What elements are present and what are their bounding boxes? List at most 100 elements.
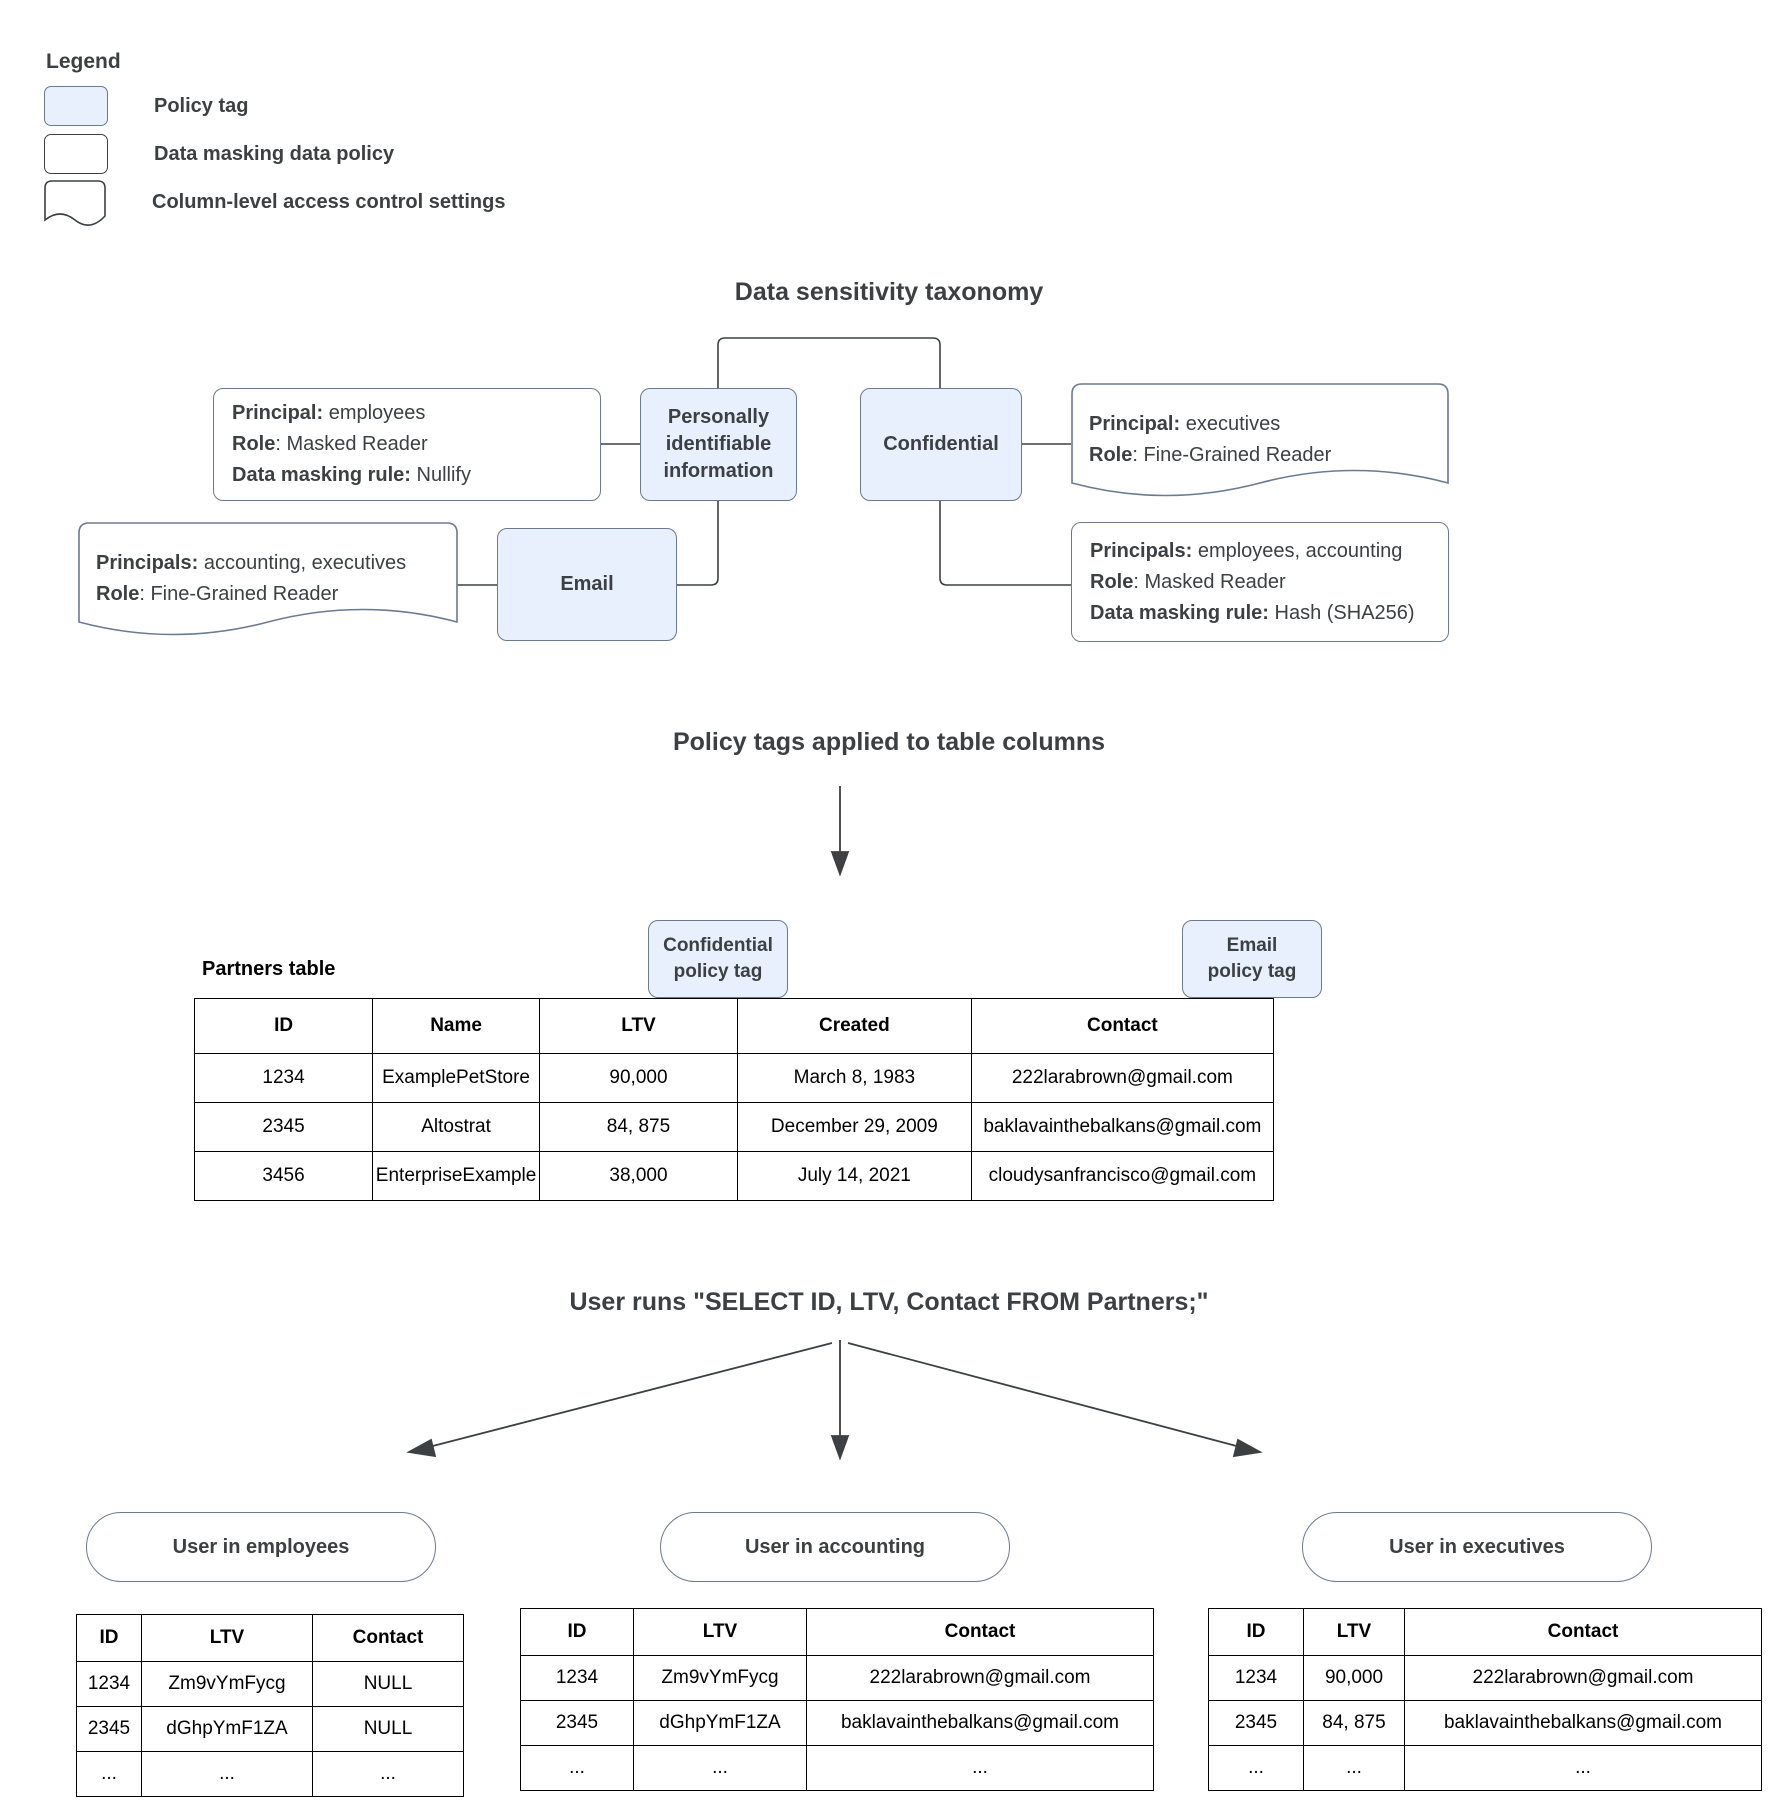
table-row: 2345 dGhpYmF1ZA NULL <box>76 1706 464 1752</box>
table-row: 1234 Zm9vYmFycg NULL <box>76 1661 464 1707</box>
column-header-id: ID <box>76 1614 142 1662</box>
table-header-row: ID Name LTV Created Contact <box>193 998 1275 1054</box>
result-table-employees: ID LTV Contact 1234 Zm9vYmFycg NULL 2345… <box>76 1614 464 1797</box>
policy-tag-email[interactable]: Email <box>497 528 677 641</box>
column-header-ltv: LTV <box>1303 1608 1405 1656</box>
column-tag-confidential-line2: policy tag <box>673 961 763 982</box>
cell-contact: 222larabrown@gmail.com <box>970 1053 1275 1103</box>
column-header-id: ID <box>520 1608 634 1656</box>
table-row: 3456 EnterpriseExample 38,000 July 14, 2… <box>193 1151 1275 1201</box>
column-header-contact: Contact <box>312 1614 464 1662</box>
column-header-contact: Contact <box>1404 1608 1762 1656</box>
column-header-ltv: LTV <box>141 1614 313 1662</box>
legend-label-column-level-access: Column-level access control settings <box>152 190 506 213</box>
cell-ltv: 84, 875 <box>1303 1700 1405 1746</box>
taxonomy-title: Data sensitivity taxonomy <box>734 278 1044 306</box>
cell-contact: baklavainthebalkans@gmail.com <box>1404 1700 1762 1746</box>
cell-created: December 29, 2009 <box>736 1102 972 1152</box>
table-header-row: ID LTV Contact <box>1208 1608 1762 1656</box>
column-tag-email-line1: Email <box>1226 935 1278 957</box>
pii-principal-value: employees <box>323 402 426 424</box>
column-header-name: Name <box>372 998 540 1054</box>
column-tag-email[interactable]: Email policy tag <box>1182 920 1322 998</box>
wavy-card-shape-icon <box>78 522 458 636</box>
cell-name: Altostrat <box>372 1102 540 1152</box>
legend: Legend Policy tag Data masking data poli… <box>44 50 684 228</box>
confmask-rule-value: Hash (SHA256) <box>1268 601 1415 624</box>
cell-contact: NULL <box>312 1706 464 1752</box>
cell-contact: baklavainthebalkans@gmail.com <box>806 1700 1154 1746</box>
column-level-access-confidential[interactable]: Principal: executives Role: Fine-Grained… <box>1071 383 1449 505</box>
legend-label-data-masking: Data masking data policy <box>154 142 395 165</box>
cell-id: 1234 <box>1208 1655 1304 1701</box>
result-table-accounting-wrap: ID LTV Contact 1234 Zm9vYmFycg 222larabr… <box>520 1608 1154 1791</box>
legend-title: Legend <box>46 50 121 73</box>
result-table-executives-wrap: ID LTV Contact 1234 90,000 222larabrown@… <box>1208 1608 1762 1791</box>
legend-label-policy-tag: Policy tag <box>154 94 249 117</box>
column-level-access-swatch <box>44 180 106 226</box>
cell-id: 2345 <box>520 1700 634 1746</box>
data-masking-policy-swatch <box>44 134 108 174</box>
policy-tag-pii[interactable]: Personally identifiable information <box>640 388 797 501</box>
data-masking-policy-pii[interactable]: Principal: employees Role: Masked Reader… <box>213 388 601 501</box>
table-row: ... ... ... <box>1208 1745 1762 1791</box>
cell-id: 3456 <box>193 1151 374 1201</box>
table-row: 2345 dGhpYmF1ZA baklavainthebalkans@gmai… <box>520 1700 1154 1746</box>
data-masking-policy-confidential[interactable]: Principals: employees, accounting Role: … <box>1071 522 1449 642</box>
persona-executives[interactable]: User in executives <box>1302 1512 1652 1582</box>
policy-tag-confidential[interactable]: Confidential <box>860 388 1022 501</box>
email-principals-label: Principals: <box>96 552 199 574</box>
cell-id: ... <box>76 1751 142 1797</box>
confmask-principals-value: employees, accounting <box>1192 539 1403 562</box>
column-tag-confidential[interactable]: Confidential policy tag <box>648 920 788 998</box>
column-header-created: Created <box>736 998 972 1054</box>
wavy-card-shape-icon <box>44 180 106 226</box>
confmask-rule-label: Data masking rule: <box>1090 601 1269 624</box>
policy-tag-email-label: Email <box>560 573 614 595</box>
cell-ltv: dGhpYmF1ZA <box>633 1700 807 1746</box>
cell-ltv: 84, 875 <box>539 1102 738 1152</box>
legend-item-policy-tag: Policy tag <box>44 84 684 128</box>
legend-item-data-masking: Data masking data policy <box>44 132 684 176</box>
table-row: ... ... ... <box>520 1745 1154 1791</box>
persona-employees-label: User in employees <box>172 1535 350 1558</box>
cell-ltv: 90,000 <box>1303 1655 1405 1701</box>
cell-name: EnterpriseExample <box>372 1151 540 1201</box>
cell-ltv: ... <box>1303 1745 1405 1791</box>
legend-item-column-level-access: Column-level access control settings <box>44 180 684 226</box>
wavy-card-shape-icon <box>1071 383 1449 497</box>
cell-ltv: Zm9vYmFycg <box>633 1655 807 1701</box>
confmask-role-value: : Masked Reader <box>1133 570 1286 593</box>
pii-rule-value: Nullify <box>410 464 471 486</box>
policy-tag-swatch <box>44 86 108 126</box>
persona-accounting[interactable]: User in accounting <box>660 1512 1010 1582</box>
table-row: 1234 Zm9vYmFycg 222larabrown@gmail.com <box>520 1655 1154 1701</box>
column-tag-email-line2: policy tag <box>1207 961 1297 982</box>
partners-table-label: Partners table <box>202 958 336 980</box>
persona-employees[interactable]: User in employees <box>86 1512 436 1582</box>
partners-table-wrap: ID Name LTV Created Contact 1234 Example… <box>193 998 1275 1201</box>
pii-rule-label: Data masking rule: <box>232 464 411 486</box>
table-header-row: ID LTV Contact <box>76 1614 464 1662</box>
cell-ltv: dGhpYmF1ZA <box>141 1706 313 1752</box>
conf-principal-label: Principal: <box>1089 413 1181 435</box>
column-level-access-email[interactable]: Principals: accounting, executives Role:… <box>78 522 458 644</box>
column-header-ltv: LTV <box>539 998 738 1054</box>
result-table-accounting: ID LTV Contact 1234 Zm9vYmFycg 222larabr… <box>520 1608 1154 1791</box>
cell-contact: baklavainthebalkans@gmail.com <box>970 1102 1275 1152</box>
cell-id: 2345 <box>76 1706 142 1752</box>
cell-contact: ... <box>806 1745 1154 1791</box>
query-title: User runs "SELECT ID, LTV, Contact FROM … <box>569 1288 1209 1316</box>
confmask-principals-label: Principals: <box>1090 539 1193 562</box>
cell-id: ... <box>520 1745 634 1791</box>
column-level-access-confidential-text: Principal: executives Role: Fine-Grained… <box>1071 383 1449 471</box>
policy-tag-confidential-label: Confidential <box>883 433 999 455</box>
column-header-ltv: LTV <box>633 1608 807 1656</box>
cell-id: 2345 <box>193 1102 374 1152</box>
table-header-row: ID LTV Contact <box>520 1608 1154 1656</box>
column-tag-confidential-line1: Confidential <box>663 935 773 957</box>
cell-contact: NULL <box>312 1661 464 1707</box>
applied-title: Policy tags applied to table columns <box>672 728 1106 756</box>
cell-id: 2345 <box>1208 1700 1304 1746</box>
persona-accounting-label: User in accounting <box>744 1535 926 1558</box>
